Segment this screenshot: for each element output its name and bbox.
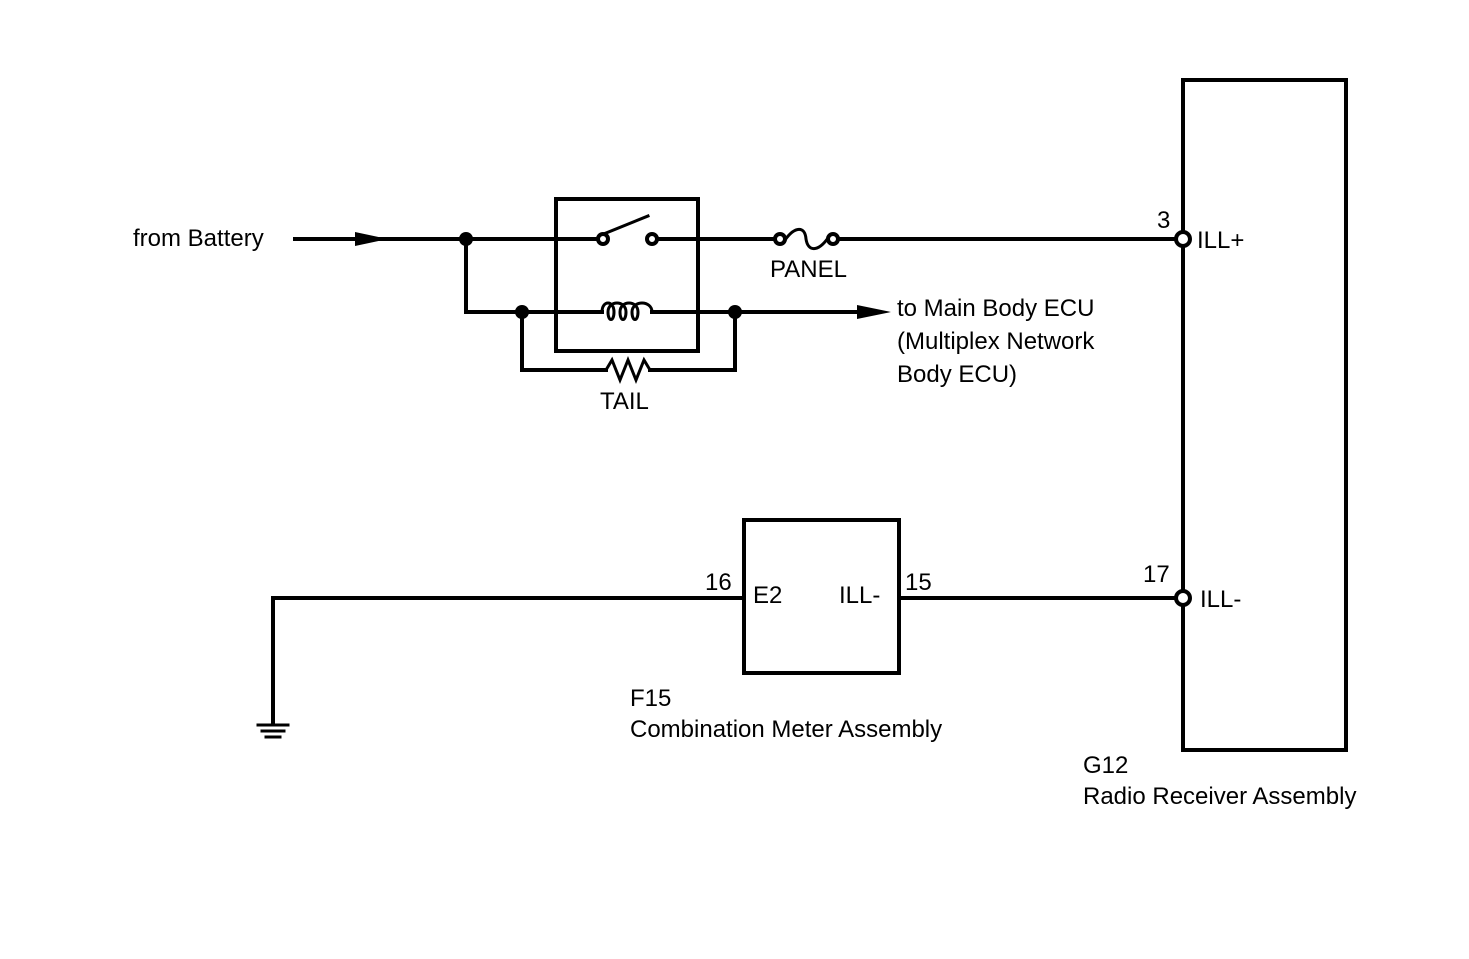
fuse-icon (773, 227, 840, 251)
ecu-label-line2: (Multiplex Network (897, 328, 1095, 355)
meter-code: F15 (630, 685, 671, 712)
coil-icon (600, 301, 654, 321)
meter-pin-name-ill-minus: ILL- (839, 582, 880, 609)
fuse-label: PANEL (770, 256, 847, 283)
radio-receiver-box (1181, 78, 1348, 752)
meter-pin-number-16: 16 (705, 569, 732, 596)
terminal-ill-plus (1174, 230, 1192, 248)
ecu-label-line1: to Main Body ECU (897, 295, 1094, 322)
meter-name: Combination Meter Assembly (630, 716, 942, 743)
meter-pin-name-e2: E2 (753, 582, 782, 609)
pin-number-17: 17 (1143, 561, 1170, 588)
meter-pin-number-15: 15 (905, 569, 932, 596)
ecu-arrow-icon (857, 305, 891, 319)
pin-number-3: 3 (1157, 207, 1170, 234)
radio-code: G12 (1083, 752, 1128, 779)
resistor-label: TAIL (600, 388, 649, 415)
ecu-label-line3: Body ECU) (897, 361, 1017, 388)
relay-box (554, 197, 700, 353)
ground-icon (256, 723, 290, 739)
battery-label: from Battery (133, 225, 264, 252)
radio-name: Radio Receiver Assembly (1083, 783, 1356, 810)
terminal-ill-minus (1174, 589, 1192, 607)
resistor-icon (603, 355, 653, 385)
pin-name-ill-plus: ILL+ (1197, 227, 1244, 254)
switch-icon (596, 214, 659, 246)
battery-arrow-icon (355, 232, 388, 246)
pin-name-ill-minus: ILL- (1200, 586, 1241, 613)
